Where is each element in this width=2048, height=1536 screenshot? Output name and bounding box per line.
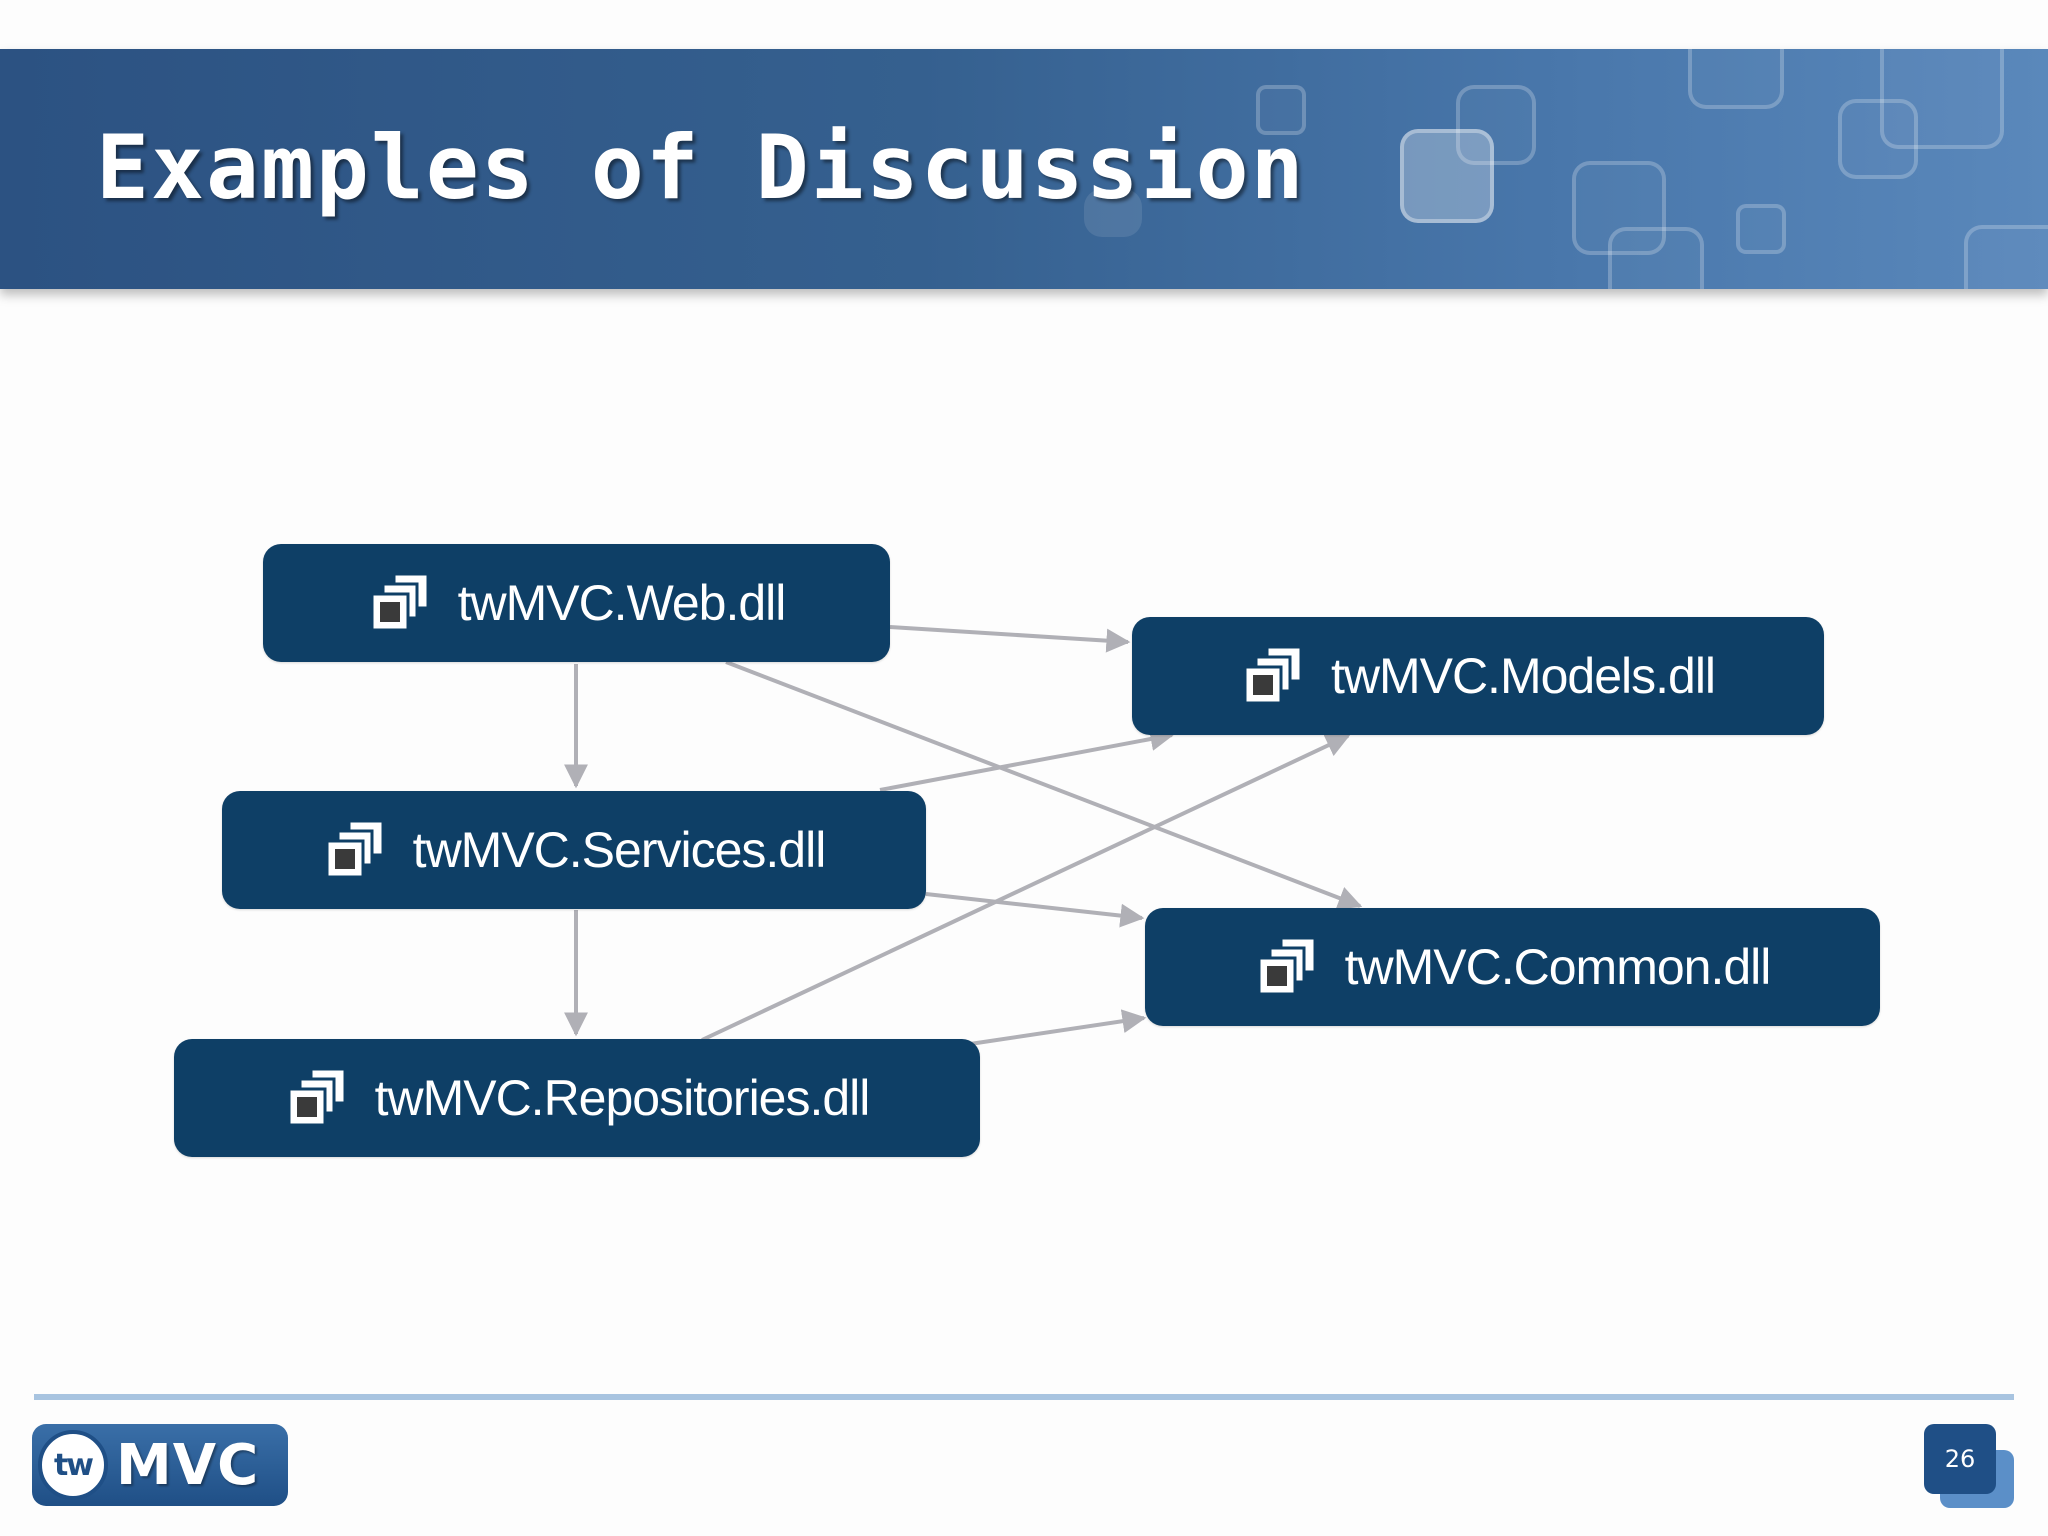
edge-web-to-models — [889, 625, 1131, 653]
assembly-stack-icon — [287, 1067, 347, 1127]
logo-badge: tw — [38, 1430, 108, 1500]
edge-services-to-models — [879, 727, 1175, 792]
node-twmvc-services: twMVC.Services.dll — [222, 791, 926, 909]
page-number: 26 — [1924, 1424, 1996, 1494]
decor-square — [1880, 49, 2004, 149]
decor-square — [1688, 49, 1784, 109]
decor-square — [1964, 225, 2048, 289]
decor-square — [1256, 85, 1306, 135]
title-banner — [0, 49, 2048, 289]
assembly-stack-icon — [1243, 645, 1303, 705]
twmvc-logo: tw MVC — [32, 1424, 288, 1506]
decor-square — [1608, 227, 1704, 289]
node-twmvc-common: twMVC.Common.dll — [1145, 908, 1880, 1026]
node-label: twMVC.Services.dll — [412, 822, 827, 878]
footer-divider — [34, 1394, 2014, 1400]
decor-square — [1838, 99, 1918, 179]
edge-web-to-common — [725, 660, 1363, 910]
edge-repositories-to-models — [701, 734, 1351, 1042]
assembly-stack-icon — [325, 819, 385, 879]
decor-square — [1084, 189, 1142, 237]
logo-wordmark: MVC — [116, 1432, 260, 1498]
assembly-stack-icon — [370, 572, 430, 632]
node-twmvc-models: twMVC.Models.dll — [1132, 617, 1824, 735]
node-label: twMVC.Repositories.dll — [374, 1070, 871, 1126]
assembly-stack-icon — [1257, 936, 1317, 996]
edge-services-to-common — [925, 892, 1145, 928]
decor-square — [1456, 85, 1536, 165]
node-twmvc-repositories: twMVC.Repositories.dll — [174, 1039, 980, 1157]
edge-repositories-to-common — [969, 1009, 1147, 1046]
decor-square — [1400, 129, 1494, 223]
node-label: twMVC.Common.dll — [1344, 939, 1772, 995]
decor-square — [1572, 161, 1666, 255]
slide-title: Examples of Discussion — [96, 116, 1306, 219]
node-twmvc-web: twMVC.Web.dll — [263, 544, 890, 662]
node-label: twMVC.Web.dll — [457, 575, 787, 631]
node-label: twMVC.Models.dll — [1330, 648, 1716, 704]
decor-square — [1736, 204, 1786, 254]
